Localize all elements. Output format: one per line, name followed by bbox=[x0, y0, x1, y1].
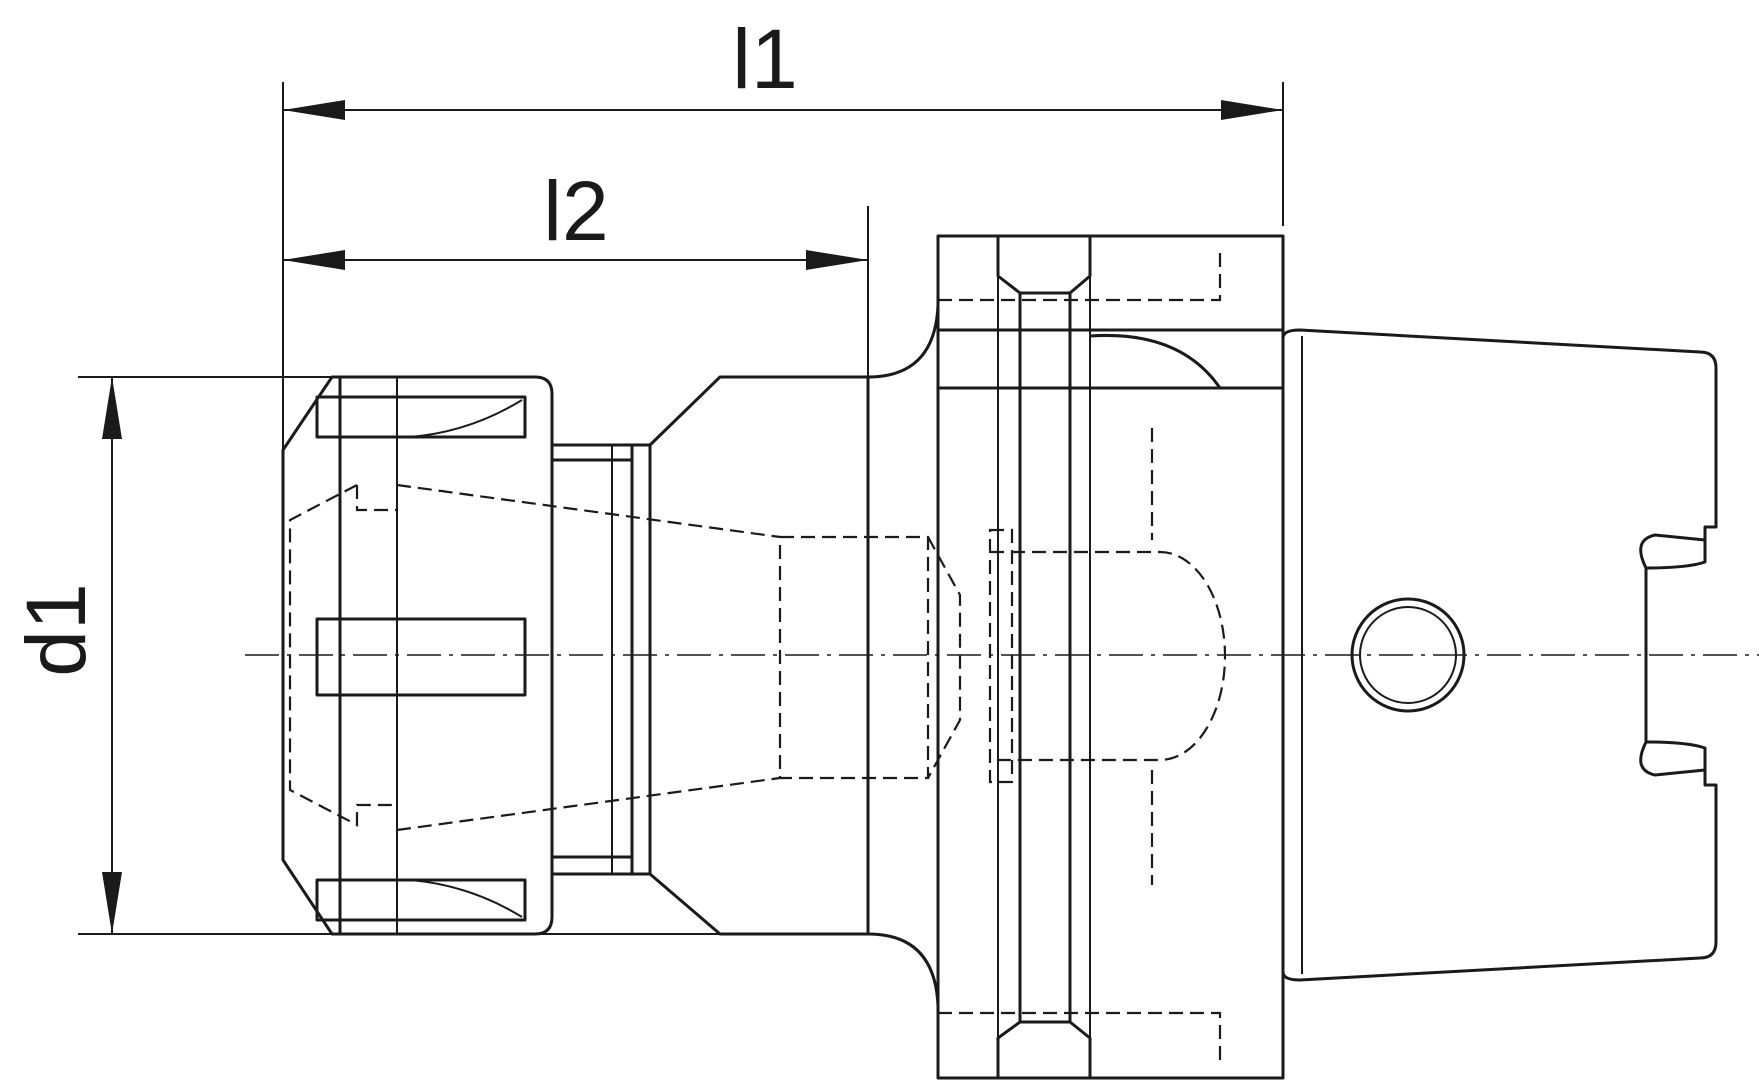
body-fillet-top bbox=[867, 304, 940, 379]
bore-hidden bbox=[778, 535, 930, 780]
collet-hidden-left bbox=[288, 484, 397, 827]
shank-slot-bottom bbox=[1639, 741, 1706, 777]
nut-outline bbox=[281, 375, 554, 936]
arrowhead-right bbox=[806, 250, 868, 270]
flange-outline bbox=[936, 234, 1285, 1080]
arrowhead-right bbox=[1221, 100, 1283, 120]
nut-slot-top-curve bbox=[409, 399, 523, 438]
nut-slot-top bbox=[315, 395, 527, 439]
bore-hidden-chamfer bbox=[927, 536, 962, 779]
body-taper-outline bbox=[632, 375, 870, 936]
drive-slot-hidden bbox=[990, 550, 1227, 762]
cross-hole-outer bbox=[1350, 597, 1466, 713]
hsk-shank bbox=[1281, 328, 1718, 982]
collet-hidden-taper bbox=[396, 483, 781, 832]
arrowhead-bottom bbox=[102, 872, 122, 934]
arrowhead-left bbox=[283, 250, 345, 270]
arrowhead-top bbox=[102, 377, 122, 439]
nut-slot-bottom-curve bbox=[409, 879, 523, 918]
orientation-notch bbox=[1089, 333, 1222, 389]
dimension-d1: d1 bbox=[9, 376, 730, 935]
flange-hidden-bottom bbox=[938, 1011, 1222, 1060]
clamping-nut bbox=[281, 375, 781, 936]
body-fillet-bottom bbox=[867, 932, 940, 1007]
shank-outline bbox=[1281, 328, 1718, 982]
nut-key-middle bbox=[315, 617, 527, 697]
drive-slot-hidden-end bbox=[988, 528, 1014, 784]
arrowhead-left bbox=[283, 100, 345, 120]
dimension-label-d1: d1 bbox=[9, 583, 103, 676]
holder-flange bbox=[936, 234, 1285, 1080]
nut-slot-bottom bbox=[315, 878, 527, 922]
dimension-label-l2: l2 bbox=[543, 164, 608, 258]
shank-slot-top bbox=[1639, 533, 1706, 569]
dimension-l1: l1 bbox=[282, 12, 1284, 465]
vgroove-top bbox=[996, 236, 1092, 295]
dimension-label-l1: l1 bbox=[732, 12, 797, 106]
holder-neck bbox=[552, 443, 634, 876]
cross-hole-inner bbox=[1359, 606, 1457, 704]
vgroove-bottom bbox=[996, 1020, 1092, 1078]
flange-hidden-top bbox=[938, 248, 1222, 302]
neck-outline bbox=[552, 443, 634, 876]
holder-body bbox=[632, 304, 962, 1007]
dimension-l2: l2 bbox=[283, 164, 869, 378]
